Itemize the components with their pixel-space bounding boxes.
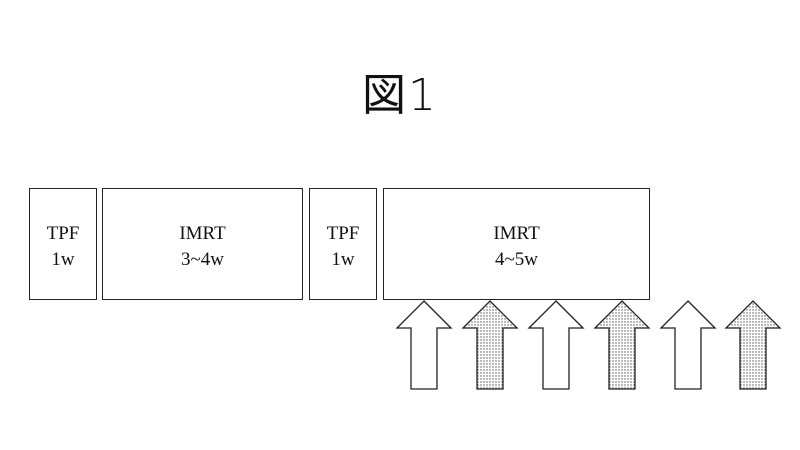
schedule-box-imrt-1: IMRT 3~4w (102, 188, 303, 300)
up-arrow-icon (527, 300, 585, 390)
schedule-box-tpf-2: TPF 1w (309, 188, 377, 300)
schedule-box-label: TPF (46, 223, 80, 244)
arrow-shape (593, 300, 651, 390)
arrow-shape (461, 300, 519, 390)
arrow-shape (395, 300, 453, 390)
up-arrow-icon (395, 300, 453, 390)
arrow-shape (527, 300, 585, 390)
schedule-box-label: TPF (326, 223, 360, 244)
schedule-box-duration: 1w (51, 249, 75, 270)
up-arrow-dotted-icon (724, 300, 782, 390)
schedule-box-duration: 3~4w (180, 249, 224, 270)
figure-title: 図1 (362, 70, 438, 121)
arrow-shape (724, 300, 782, 390)
schedule-box-duration: 4~5w (494, 249, 538, 270)
schedule-box-imrt-2: IMRT 4~5w (383, 188, 650, 300)
up-arrow-dotted-icon (593, 300, 651, 390)
schedule-box-tpf-1: TPF 1w (29, 188, 97, 300)
up-arrow-dotted-icon (461, 300, 519, 390)
arrow-shape (659, 300, 717, 390)
schedule-box-label: IMRT (179, 223, 226, 244)
schedule-box-label: IMRT (493, 223, 540, 244)
up-arrow-icon (659, 300, 717, 390)
schedule-box-duration: 1w (331, 249, 355, 270)
